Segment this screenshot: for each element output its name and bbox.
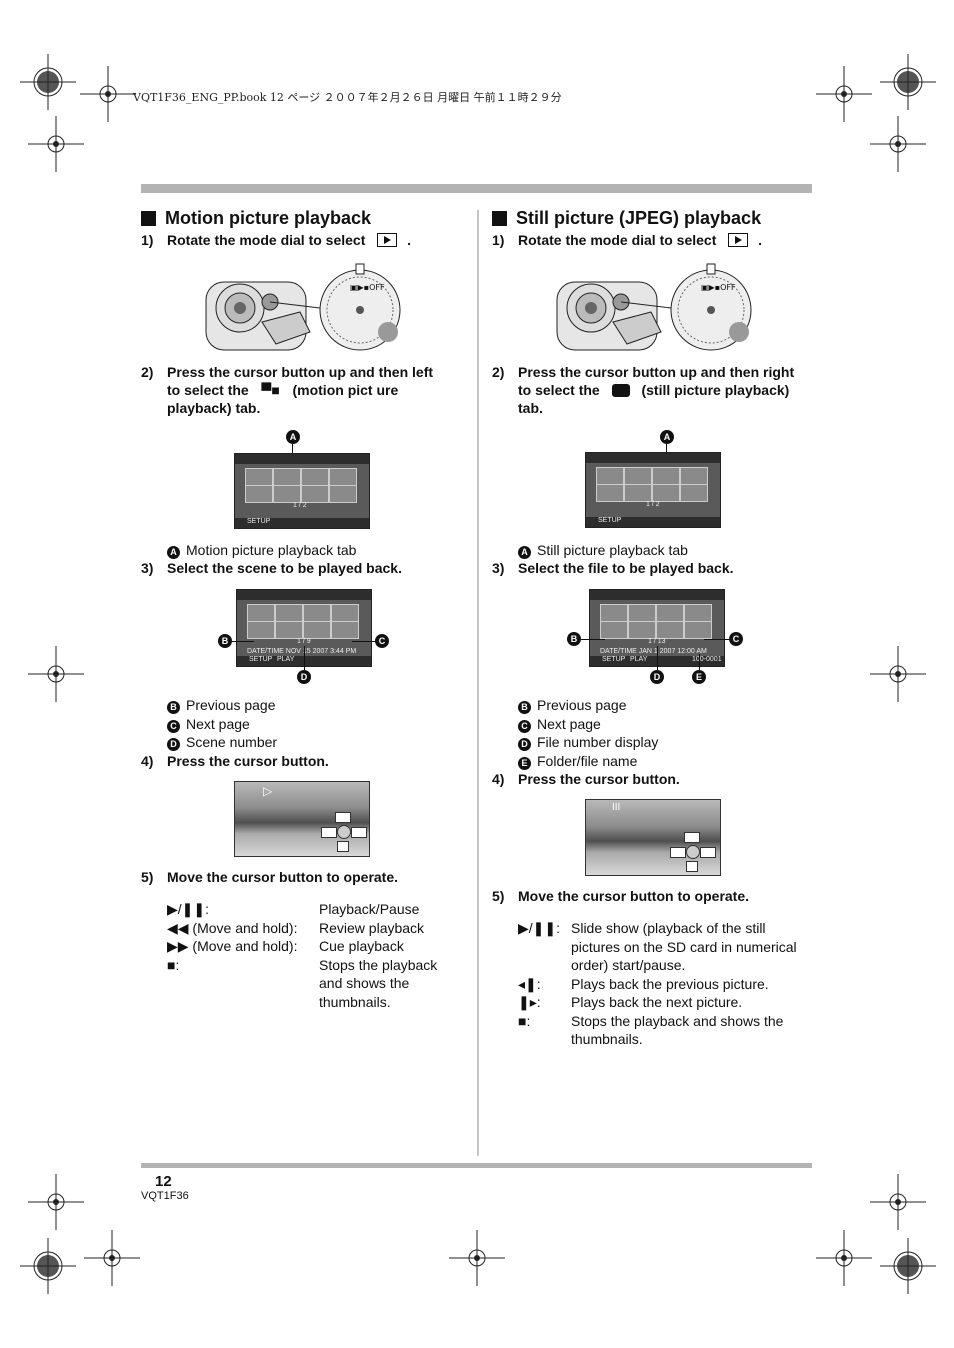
thumbnail-screen-motion-tab: 1 / 2 SETUP — [234, 453, 370, 529]
square-bullet-icon — [141, 211, 156, 226]
step-5: 5) Move the cursor button to operate. — [141, 869, 399, 885]
still-playback-screen-photo: III — [585, 799, 721, 876]
callout-a: A — [660, 430, 674, 444]
crosshair-mark — [28, 116, 84, 172]
callout-c: C — [729, 632, 743, 646]
registration-mark — [20, 54, 76, 110]
playback-mode-icon — [728, 233, 749, 247]
callout-c: C — [375, 634, 389, 648]
square-bullet-icon — [492, 211, 507, 226]
step-1-still: 1) Rotate the mode dial to select . — [492, 232, 763, 248]
registration-mark — [880, 54, 936, 110]
operation-list-motion: ▶/❚❚:Playback/Pause ◀◀ (Move and hold):R… — [167, 901, 438, 1010]
callout-d: D — [297, 670, 311, 684]
top-rule — [141, 184, 812, 193]
motion-picture-icon: ▀■ — [261, 382, 280, 398]
camera-mode-dial-illustration: ▣▶▪OFF — [556, 263, 752, 351]
section-title-still: Still picture (JPEG) playback — [492, 208, 761, 229]
registration-mark — [20, 1238, 76, 1294]
svg-text:▣▶▪OFF: ▣▶▪OFF — [701, 283, 736, 292]
operation-list-still: ▶/❚❚:Slide show (playback of the still p… — [518, 920, 797, 1047]
step-2-still: 2) Press the cursor button up and then r… — [492, 364, 795, 416]
step-2: 2) Press the cursor button up and then l… — [141, 364, 434, 416]
step-4: 4) Press the cursor button. — [141, 753, 329, 769]
camera-icon — [611, 384, 630, 397]
crosshair-mark — [816, 66, 872, 122]
section-title-motion: Motion picture playback — [141, 208, 371, 229]
thumbnail-screen-scene-select: 1 / 9 DATE/TIME NOV 15 2007 3:44 PM SETU… — [236, 589, 372, 667]
callout-d: D — [650, 670, 664, 684]
registration-mark — [880, 1238, 936, 1294]
crosshair-mark — [870, 1174, 926, 1230]
column-divider — [477, 210, 479, 1156]
crosshair-mark — [816, 1230, 872, 1286]
crosshair-mark — [870, 116, 926, 172]
cursor-control-icon — [321, 812, 367, 852]
bottom-rule — [141, 1163, 812, 1168]
camera-mode-dial-illustration: ▣▶▪OFF — [205, 263, 401, 351]
callout-b: B — [567, 632, 581, 646]
playback-screen-photo: ▷ — [234, 781, 370, 857]
step-3-still: 3) Select the file to be played back. — [492, 560, 734, 576]
crosshair-mark — [28, 1174, 84, 1230]
step-4-still: 4) Press the cursor button. — [492, 771, 680, 787]
cursor-control-icon — [670, 832, 716, 872]
print-header: VQT1F36_ENG_PP.book 12 ページ ２００７年２月２６日 月曜… — [133, 91, 562, 104]
thumbnail-screen-file-select: 1 / 13 DATE/TIME JAN 1 2007 12:00 AM SET… — [589, 589, 725, 667]
step-3: 3) Select the scene to be played back. — [141, 560, 402, 576]
step-5-still: 5) Move the cursor button to operate. — [492, 888, 750, 904]
callout-a: A — [286, 430, 300, 444]
playback-mode-icon — [377, 233, 398, 247]
crosshair-mark — [870, 646, 926, 702]
callout-b: B — [218, 634, 232, 648]
crosshair-mark — [84, 1230, 140, 1286]
step-1: 1) Rotate the mode dial to select . — [141, 232, 412, 248]
pause-icon: III — [612, 802, 621, 813]
thumbnail-screen-still-tab: 1 / 2 SETUP — [585, 452, 721, 528]
document-code: VQT1F36 — [141, 1190, 189, 1202]
page-number: 12 — [155, 1173, 172, 1190]
svg-text:▣▶▪OFF: ▣▶▪OFF — [350, 283, 385, 292]
crosshair-mark — [28, 646, 84, 702]
callout-e: E — [692, 670, 706, 684]
crosshair-mark — [80, 66, 136, 122]
crosshair-mark — [449, 1230, 505, 1286]
play-icon: ▷ — [263, 784, 273, 798]
